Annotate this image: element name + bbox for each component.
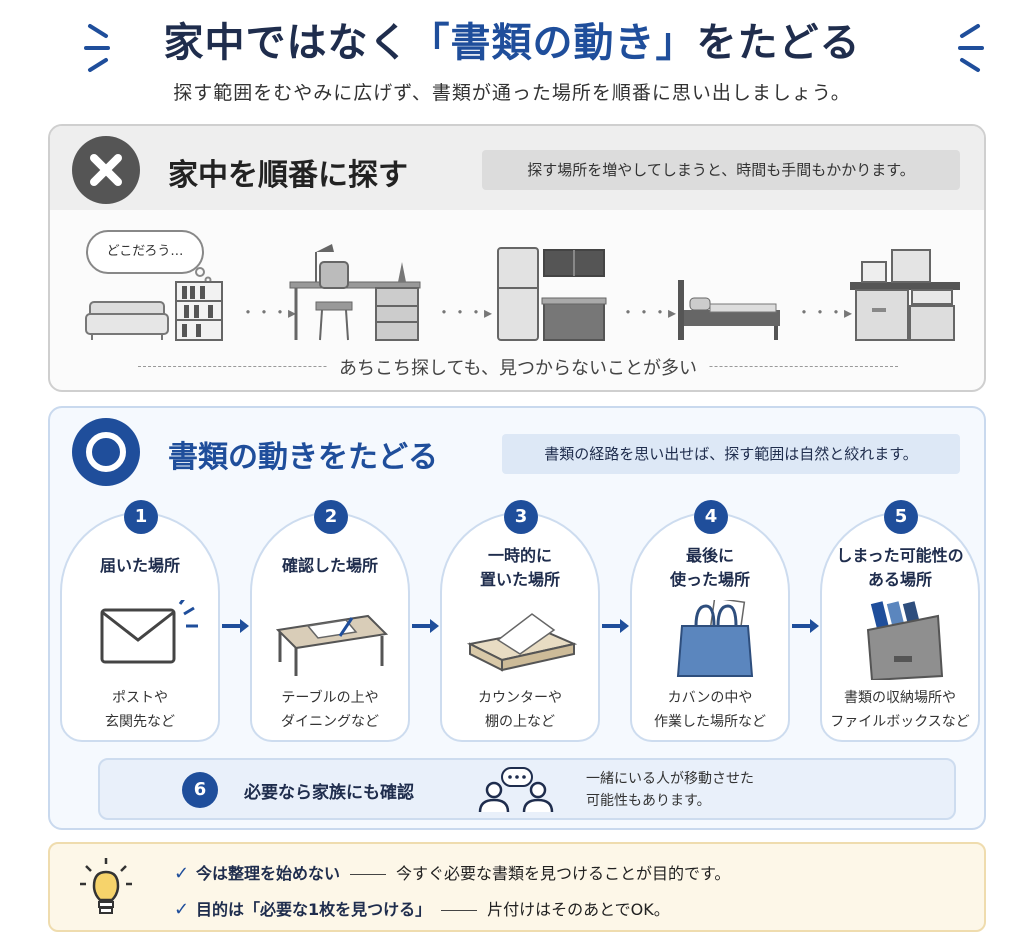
- bad-approach-header: 家中を順番に探す 探す場所を増やしてしまうと、時間も手間もかかります。: [50, 126, 984, 210]
- check-icon: ✓: [174, 899, 190, 920]
- step-card: 3 一時的に 置いた場所 カウンターや 棚の上など: [440, 500, 600, 742]
- bad-approach-footer-text: あちこち探しても、見つからないことが多い: [326, 358, 710, 379]
- step-number: 1: [124, 500, 158, 534]
- bad-approach-illustration: どこだろう… ・・・▸: [50, 210, 984, 390]
- good-approach-panel: 書類の動きをたどる 書類の経路を思い出せば、探す範囲は自然と絞れます。 1 届い…: [48, 406, 986, 830]
- tip-item: ✓ 目的は「必要な1枚を見つける」 片付けはそのあとでOK。: [174, 896, 670, 920]
- arrow-right-icon: [602, 619, 629, 633]
- tip-item: ✓ 今は整理を始めない 今すぐ必要な書類を見つけることが目的です。: [174, 860, 730, 884]
- dash-divider: [441, 910, 478, 911]
- step-card: 4 最後に 使った場所 カバンの中や 作業した場所など: [630, 500, 790, 742]
- page-subtitle: 探す範囲をむやみに広げず、書類が通った場所を順番に思い出しましょう。: [173, 82, 851, 104]
- step-description: ポストや 玄関先など: [105, 690, 175, 730]
- bed-icon: [678, 280, 780, 340]
- step-title: 届いた場所: [99, 556, 180, 575]
- step-6-title: 必要なら家族にも確認: [244, 783, 414, 803]
- step-6-banner: 6 必要なら家族にも確認 一緒にいる人が移動させた 可能性もあります。: [98, 758, 956, 820]
- step-description: カバンの中や 作業した場所など: [654, 690, 766, 730]
- tip-label: 目的は「必要な1枚を見つける」: [196, 900, 432, 919]
- good-approach-note: 書類の経路を思い出せば、探す範囲は自然と絞れます。: [502, 434, 960, 474]
- people-chat-icon: [478, 767, 554, 813]
- bad-approach-title: 家中を順番に探す: [168, 158, 408, 193]
- step-title: 最後に 使った場所: [669, 546, 750, 589]
- title-pre: 家中ではなく: [163, 20, 410, 66]
- bad-approach-footer: あちこち探しても、見つからないことが多い: [138, 354, 898, 380]
- tips-panel: ✓ 今は整理を始めない 今すぐ必要な書類を見つけることが目的です。 ✓ 目的は「必要な…: [48, 842, 986, 932]
- step-number: 3: [504, 500, 538, 534]
- header: 家中ではなく「書類の動き」をたどる 探す範囲をむやみに広げず、書類が通った場所を…: [0, 0, 1024, 120]
- step-title: しまった可能性の ある場所: [836, 546, 964, 589]
- sofa-icon: [85, 301, 169, 340]
- arrow-right-icon: [222, 619, 249, 633]
- storage-boxes-icon: [850, 249, 960, 341]
- title-highlight: 「書類の動き」: [409, 20, 697, 66]
- step-title: 一時的に 置いた場所: [479, 546, 560, 589]
- table-document-icon: [275, 614, 389, 676]
- circle-icon: [72, 418, 140, 486]
- file-box-icon: [866, 601, 944, 680]
- step-card: 1 届いた場所 ポストや 玄関先など: [60, 500, 220, 742]
- sparkle-right-icon: [958, 24, 984, 72]
- svg-text:・・・▸: ・・・▸: [796, 303, 852, 322]
- dash-divider: [350, 874, 387, 875]
- step-number: 2: [314, 500, 348, 534]
- step-description: カウンターや 棚の上など: [478, 690, 562, 730]
- rooms-illustration: ・・・▸ ・・・▸: [85, 244, 960, 341]
- tip-text: 片付けはそのあとでOK。: [487, 900, 670, 919]
- svg-text:・・・▸: ・・・▸: [436, 303, 492, 322]
- cross-icon: [72, 136, 140, 204]
- svg-text:・・・▸: ・・・▸: [240, 303, 296, 322]
- desk-icon: [289, 244, 421, 341]
- bad-approach-note: 探す場所を増やしてしまうと、時間も手間もかかります。: [482, 150, 960, 190]
- kitchen-icon: [497, 247, 607, 341]
- lightbulb-icon: [80, 858, 132, 914]
- step-card: 2 確認した場所 テーブルの上や ダイニングなど: [250, 500, 410, 742]
- bookshelf-icon: [175, 281, 223, 341]
- check-icon: ✓: [174, 863, 190, 884]
- title-post: をたどる: [696, 20, 861, 66]
- step-card: 5 しまった可能性の ある場所 書類の収納場所や ファイルボックスなど: [820, 500, 980, 742]
- tip-label: 今は整理を始めない: [196, 864, 341, 883]
- thought-bubble: どこだろう…: [86, 230, 204, 274]
- step-number: 5: [884, 500, 918, 534]
- step-description: 書類の収納場所や ファイルボックスなど: [830, 690, 970, 730]
- tip-text: 今すぐ必要な書類を見つけることが目的です。: [396, 864, 731, 883]
- arrow-right-icon: [792, 619, 819, 633]
- step-title: 確認した場所: [281, 556, 378, 575]
- envelope-icon: [100, 600, 198, 664]
- bag-icon: [676, 600, 754, 677]
- bad-approach-panel: 家中を順番に探す 探す場所を増やしてしまうと、時間も手間もかかります。 どこだろ…: [48, 124, 986, 392]
- step-number: 6: [182, 772, 218, 808]
- page-title: 家中ではなく「書類の動き」をたどる: [0, 10, 1024, 68]
- step-number: 4: [694, 500, 728, 534]
- tray-document-icon: [466, 613, 578, 672]
- sparkle-left-icon: [84, 24, 110, 72]
- good-approach-title: 書類の動きをたどる: [168, 440, 438, 475]
- step-description: テーブルの上や ダイニングなど: [281, 690, 379, 730]
- svg-text:・・・▸: ・・・▸: [620, 303, 676, 322]
- step-6-description: 一緒にいる人が移動させた 可能性もあります。: [586, 771, 754, 809]
- arrow-right-icon: [412, 619, 439, 633]
